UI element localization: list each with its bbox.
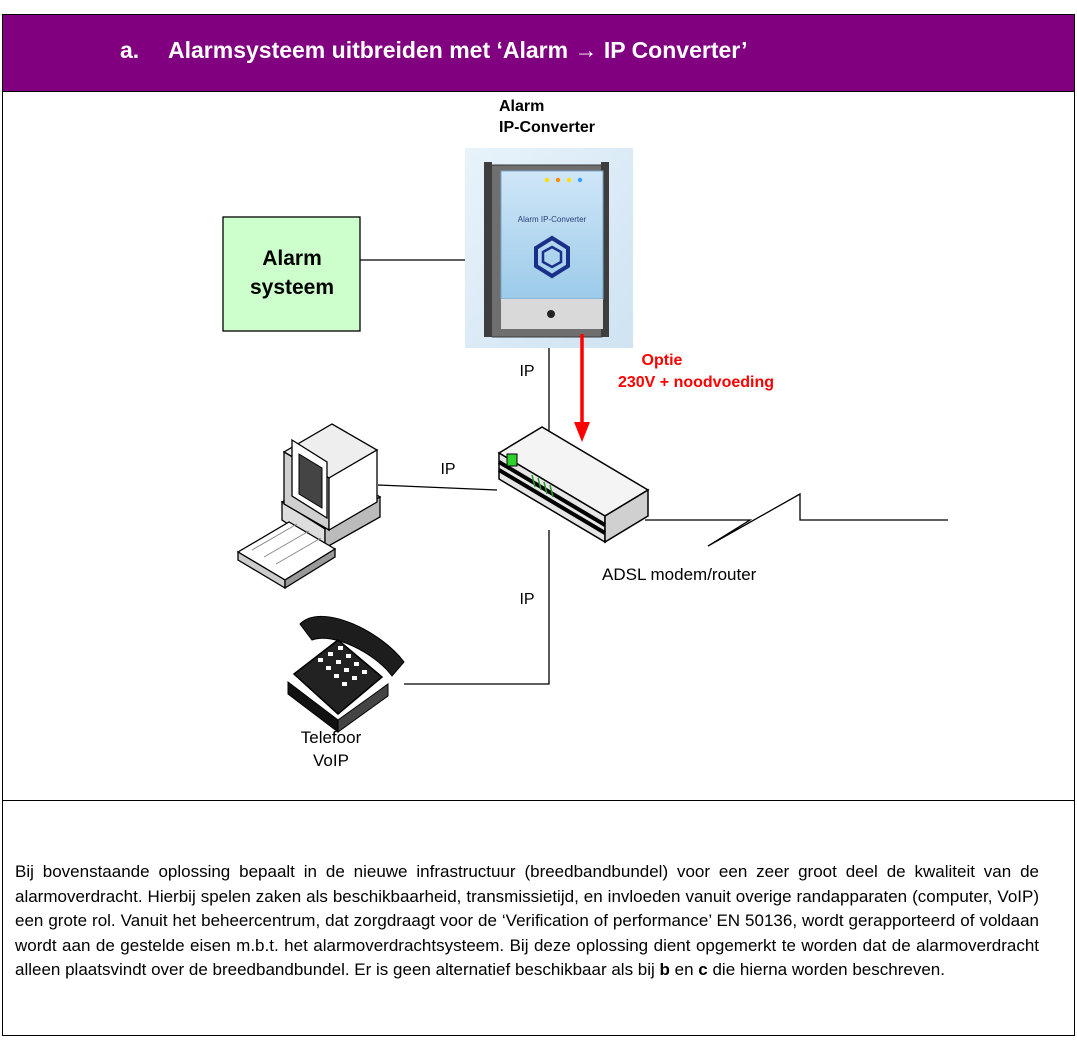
modem-label: ADSL modem/router — [602, 565, 757, 584]
line-wan-lightning — [645, 492, 948, 547]
paragraph-text-3: die hierna worden beschreven. — [707, 960, 945, 979]
reference-b: b — [659, 960, 670, 979]
paragraph-text-2: en — [669, 960, 699, 979]
computer-icon — [236, 423, 382, 590]
section-title-text: Alarmsysteem uitbreiden met ‘Alarm → IP … — [168, 37, 748, 63]
ip-label-phone: IP — [519, 591, 534, 608]
telephone-icon — [287, 615, 405, 734]
power-option-arrow — [574, 334, 590, 442]
section-title: a. Alarmsysteem uitbreiden met ‘Alarm → I… — [120, 37, 747, 64]
alarm-ip-converter-device: Alarm IP-Converter — [465, 148, 633, 348]
converter-face-text: Alarm IP-Converter — [518, 215, 587, 224]
reference-c: c — [698, 960, 708, 979]
paragraph-text-1: Bij bovenstaande oplossing bepaalt in de… — [15, 862, 1039, 979]
alarm-box-line1: Alarm — [262, 247, 322, 270]
alarm-box-line2: systeem — [250, 276, 334, 299]
converter-label-line1: Alarm — [499, 98, 544, 115]
converter-led-icon — [566, 177, 572, 183]
optie-power-label: 230V + noodvoeding — [618, 374, 774, 391]
adsl-modem-icon — [497, 426, 650, 544]
ip-label-computer: IP — [440, 461, 455, 478]
line-phone-modem — [404, 530, 550, 685]
section-header: a. Alarmsysteem uitbreiden met ‘Alarm → I… — [2, 14, 1075, 92]
converter-label-line2: IP-Converter — [499, 119, 595, 136]
network-diagram: Alarm IP-Converter Alarm IP-Converter Al… — [222, 98, 948, 770]
optie-label: Optie — [642, 352, 683, 369]
section-number: a. — [120, 37, 140, 63]
alarm-system-box — [222, 216, 361, 332]
body-paragraph: Bij bovenstaande oplossing bepaalt in de… — [15, 860, 1039, 983]
ip-label-converter: IP — [519, 363, 534, 380]
line-computer-modem — [377, 484, 498, 491]
phone-label-line1: Telefoor — [301, 728, 362, 747]
converter-led-icon — [555, 177, 561, 183]
converter-led-icon — [544, 177, 550, 183]
converter-logo-icon — [534, 235, 570, 279]
section-divider — [2, 800, 1075, 801]
phone-label-line2: VoIP — [313, 751, 349, 770]
converter-led-icon — [577, 177, 583, 183]
